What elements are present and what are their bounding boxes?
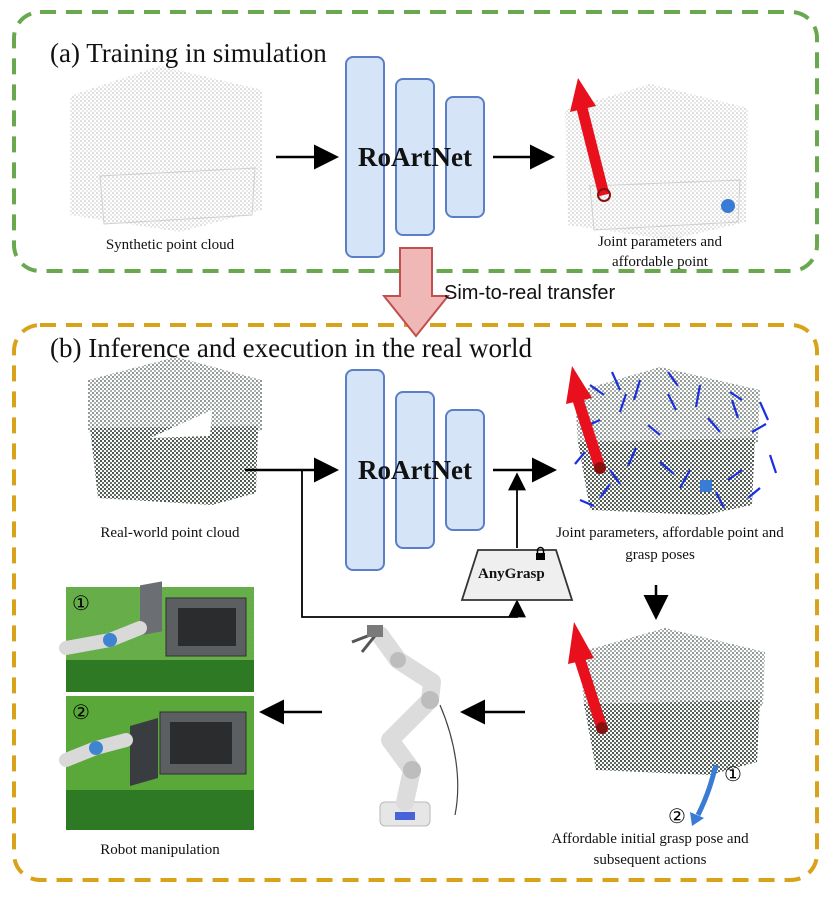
real-world-point-cloud <box>88 357 262 505</box>
step-marker-2-photo: ② <box>72 700 90 724</box>
network-layer-3 <box>445 96 485 218</box>
anygrasp-label: AnyGrasp <box>478 566 545 582</box>
network-layer-2 <box>395 78 435 236</box>
caption-initial-grasp-1: Affordable initial grasp pose and <box>551 831 749 847</box>
network-layer-2 <box>395 391 435 549</box>
network-label-sim: RoArtNet <box>358 142 472 172</box>
affordable-point-sim <box>721 199 735 213</box>
arrow-real-to-anygrasp <box>301 470 526 618</box>
network-layer-3 <box>445 409 485 531</box>
caption-joint-real-2: grasp poses <box>625 547 695 563</box>
caption-joint-real-1: Joint parameters, affordable point and <box>556 525 784 541</box>
network-layer-1 <box>345 369 385 571</box>
synthetic-point-cloud <box>70 66 262 232</box>
caption-initial-grasp-2: subsequent actions <box>593 852 707 868</box>
anygrasp-module <box>460 549 574 601</box>
real-output-point-cloud <box>575 367 760 515</box>
joint-axis-arrow-real <box>566 366 606 474</box>
sim-output-point-cloud <box>565 84 748 240</box>
caption-robot-manipulation: Robot manipulation <box>100 842 220 858</box>
caption-joint-sim-2: affordable point <box>612 254 708 270</box>
caption-synthetic: Synthetic point cloud <box>105 237 235 253</box>
caption-real-world: Real-world point cloud <box>100 525 240 541</box>
joint-axis-arrow-action <box>568 622 608 734</box>
action-point-cloud <box>580 628 765 775</box>
roartnet-real <box>345 369 485 571</box>
step-marker-1-action: ① <box>724 762 742 786</box>
action-trajectory <box>695 764 719 817</box>
joint-axis-arrow-sim <box>570 78 611 202</box>
training-section-title: (a) Training in simulation <box>50 38 327 68</box>
caption-joint-sim-1: Joint parameters and <box>597 234 723 250</box>
lock-icon <box>536 546 545 560</box>
grasp-poses <box>574 371 778 509</box>
network-layer-1 <box>345 56 385 258</box>
sim-to-real-label: Sim-to-real transfer <box>444 282 616 304</box>
robot-arm <box>351 625 459 827</box>
sim-to-real-arrow <box>381 247 451 338</box>
affordable-point-real <box>700 480 712 492</box>
network-label-real: RoArtNet <box>358 455 472 485</box>
manipulation-photo-2 <box>59 696 254 830</box>
manipulation-photo-1 <box>59 581 254 692</box>
roartnet-sim <box>345 56 485 258</box>
inference-section-title: (b) Inference and execution in the real … <box>50 333 533 363</box>
step-marker-2-action: ② <box>668 804 686 828</box>
step-marker-1-photo: ① <box>72 591 90 615</box>
action-trajectory-head <box>690 812 704 826</box>
